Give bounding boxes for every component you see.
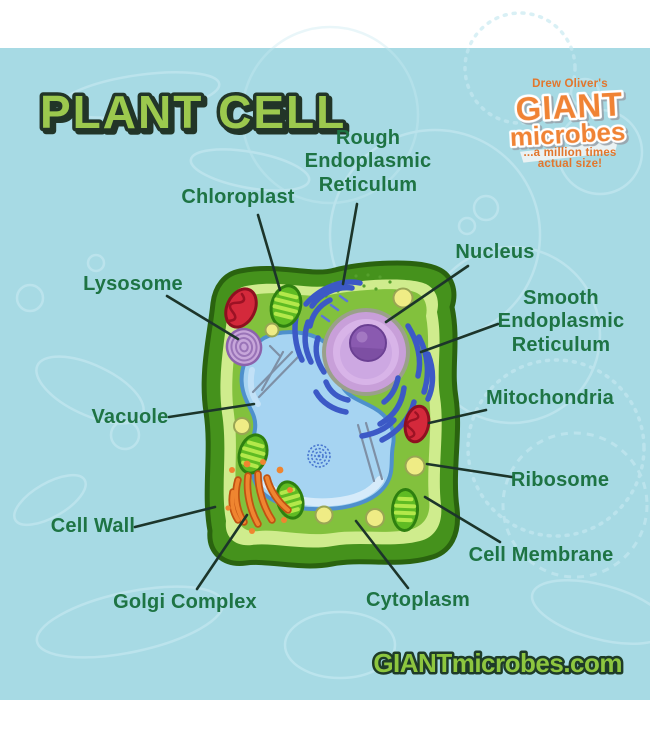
label-line: Reticulum [511, 333, 611, 356]
page-title: PLANT CELL [40, 86, 346, 138]
chloroplast-shape [390, 488, 420, 532]
website-text: GIANTmicrobes.com [373, 648, 622, 678]
spiral-inclusion [307, 444, 331, 468]
label-chloroplast: Chloroplast [181, 186, 295, 208]
logo-tagline-line2: actual size! [537, 158, 603, 170]
label-line: Rough [335, 127, 401, 149]
label-rough-er: Rough Endoplasmic Reticulum [288, 127, 448, 197]
label-vacuole: Vacuole [91, 406, 169, 428]
logo-attribution: Drew Oliver's [532, 78, 608, 90]
label-cell-membrane: Cell Membrane [468, 544, 614, 566]
plant-cell-illustration [201, 260, 461, 569]
smooth-er-shape [359, 323, 436, 443]
mitochondrion-shape [403, 404, 431, 444]
label-ribosome: Ribosome [510, 469, 610, 491]
label-cell-wall: Cell Wall [50, 515, 136, 537]
golgi-complex-shape [225, 459, 293, 534]
mitochondrion-shape [224, 287, 258, 329]
label-nucleus: Nucleus [455, 241, 535, 263]
label-mitochondria: Mitochondria [486, 387, 614, 409]
label-golgi-complex: Golgi Complex [113, 591, 257, 613]
chloroplast-shape [269, 284, 303, 328]
crystal-needles [251, 344, 384, 483]
leader-lines [133, 202, 514, 591]
nucleolus-shape [349, 324, 387, 362]
label-line: Endoplasmic [497, 310, 625, 333]
background-microbe-pattern [13, 11, 650, 680]
label-smooth-er: Smooth Endoplasmic Reticulum [481, 287, 641, 357]
label-lysosome: Lysosome [83, 273, 183, 295]
label-line: Reticulum [318, 173, 418, 196]
label-line: Smooth [523, 287, 599, 309]
label-cytoplasm: Cytoplasm [365, 589, 471, 611]
ribosome-dots [233, 287, 426, 528]
logo-tagline-line1: ...a million times [523, 147, 617, 159]
label-line: Endoplasmic [304, 150, 432, 173]
rough-er-detail [320, 294, 349, 323]
logo-ribbon [520, 141, 618, 163]
logo-brand-giant: GIANT [515, 85, 624, 128]
